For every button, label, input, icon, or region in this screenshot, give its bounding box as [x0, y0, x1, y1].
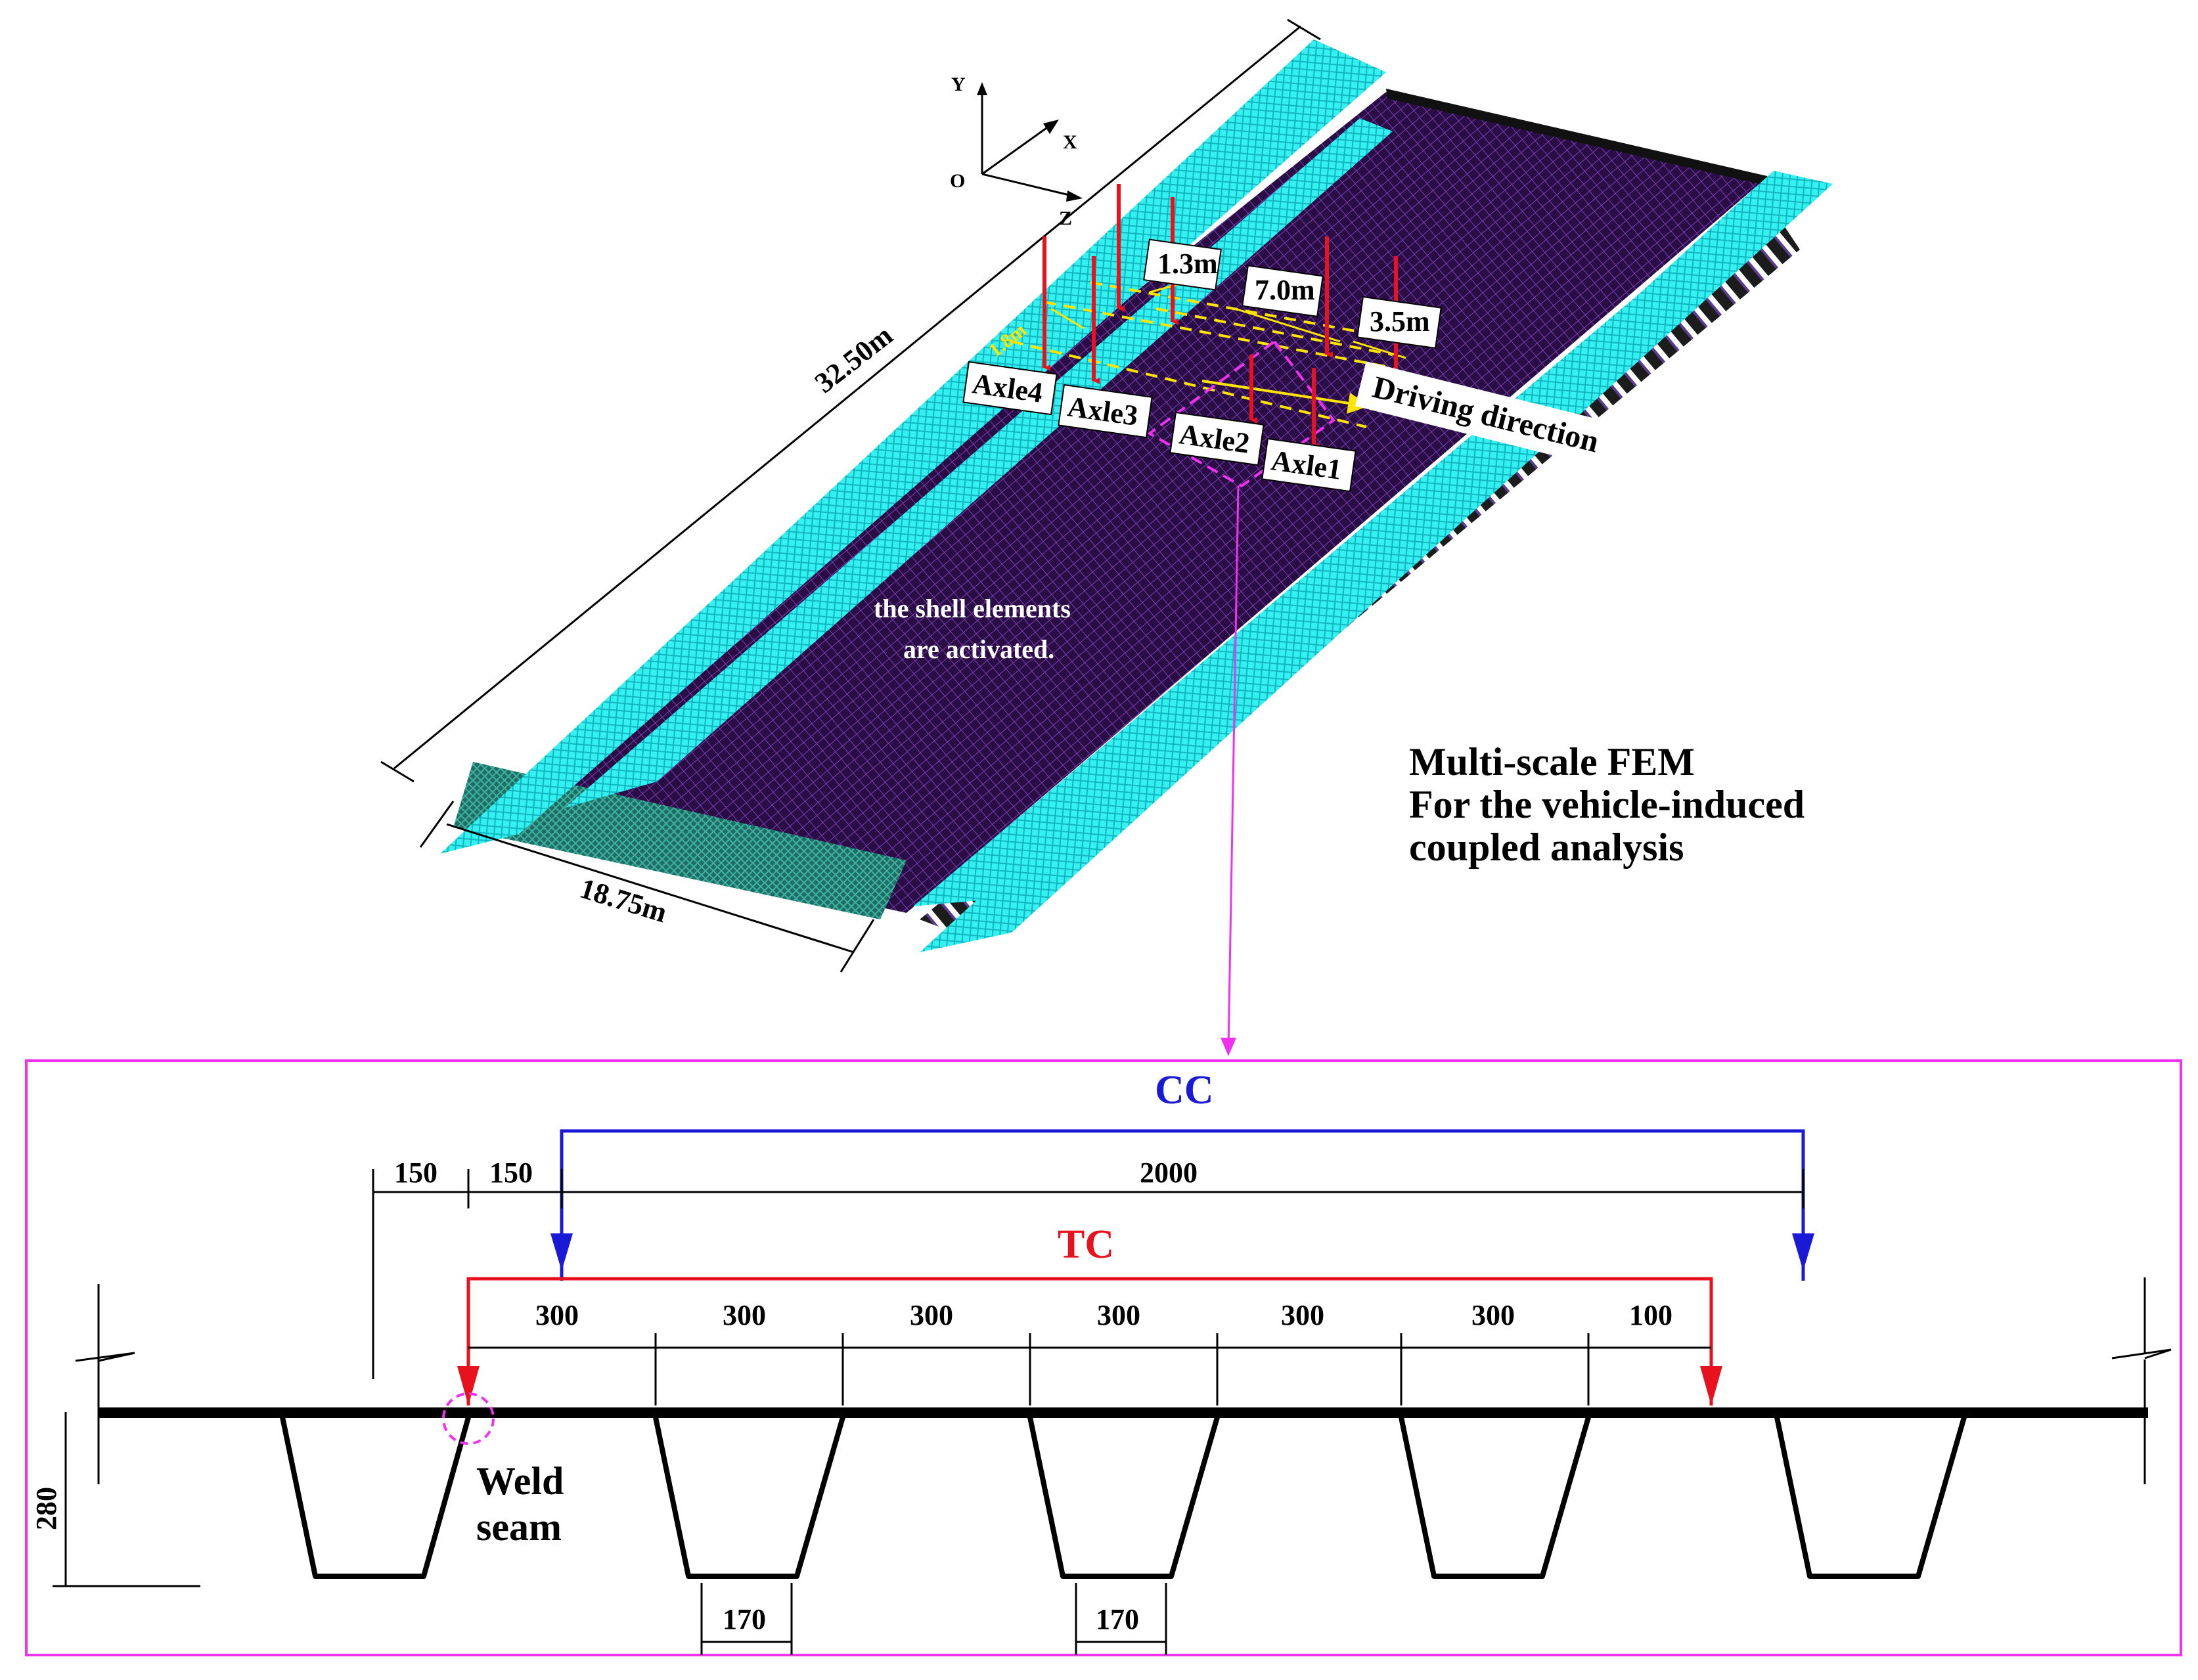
bridge-model: 32.50m 18.75m Y X Z O: [380, 18, 1833, 1056]
spacing-label-b: 7.0m: [1255, 274, 1315, 306]
axle-label-2: Axle2: [1169, 411, 1265, 466]
width-dim-tick-a: [419, 801, 455, 848]
length-dim-tick-a: [1287, 18, 1321, 41]
deck-plate-section: [99, 1407, 2148, 1418]
axis-x-label: X: [1063, 131, 1077, 153]
activated-note-line1: the shell elements: [874, 594, 1071, 623]
coord-axes: Y X Z O: [950, 74, 1083, 229]
dim-170-a: 170: [723, 1603, 766, 1635]
break-mark-right: [2111, 1277, 2172, 1484]
deck-edge-top: [1386, 89, 1774, 187]
axis-y-label: Y: [951, 74, 966, 95]
width-dim-tick-b: [840, 919, 875, 973]
axis-z-label: Z: [1059, 208, 1072, 229]
u-ribs: [280, 1416, 1967, 1579]
axle-label-1: Axle1: [1261, 437, 1357, 493]
length-dim-tick-b: [380, 761, 415, 783]
spacing-label-b-box: 7.0m: [1242, 265, 1324, 317]
weld-label-line2: seam: [476, 1505, 562, 1549]
u-rib-4: [1399, 1416, 1591, 1579]
spacing-dims: [468, 1333, 1711, 1405]
dim-2000: 2000: [1140, 1157, 1198, 1189]
break-mark-left: [75, 1284, 135, 1484]
weld-label-line1: Weld: [476, 1459, 564, 1503]
spacing-label-c-box: 3.5m: [1357, 296, 1442, 349]
deck-end-mesh: [453, 762, 907, 919]
zoom-leader-line: [1227, 485, 1240, 1048]
u-rib-1: [280, 1416, 471, 1579]
spacing-label-a-box: 1.3m: [1143, 238, 1222, 291]
dim-170-b: 170: [1096, 1603, 1139, 1635]
cross-section: CC TC 150 150 2000 300 300 300: [30, 1068, 2172, 1655]
driving-direction-arrow: [1201, 380, 1354, 405]
spacing-100: 100: [1629, 1299, 1672, 1331]
axle-lines: [1011, 281, 1413, 428]
tc-arrow-left: [457, 1366, 480, 1405]
inner-left-cyan-strip: [565, 118, 1393, 808]
cc-arrow-left: [550, 1233, 573, 1271]
caption: Multi-scale FEM For the vehicle-induced …: [1409, 740, 1805, 869]
tc-bracket: [466, 1277, 1713, 1405]
activated-note-line2: are activated.: [903, 634, 1054, 664]
dim-150-b: 150: [489, 1157, 533, 1189]
dim-150-a: 150: [394, 1157, 437, 1189]
axle-label-3: Axle3: [1058, 384, 1153, 439]
length-label: 32.50m: [809, 319, 899, 399]
cc-bracket: [560, 1129, 1805, 1281]
spacing-300-2: 300: [723, 1299, 766, 1331]
caption-line1: Multi-scale FEM: [1409, 740, 1695, 784]
spacing-label-c: 3.5m: [1370, 305, 1430, 338]
zoom-leader-arrowhead: [1221, 1038, 1236, 1056]
axis-origin-label: O: [950, 170, 965, 192]
spacing-300-6: 300: [1471, 1299, 1515, 1331]
section-frame: [25, 1059, 2182, 1656]
spacing-label-a: 1.3m: [1157, 248, 1218, 280]
cc-label: CC: [1155, 1068, 1214, 1113]
caption-line2: For the vehicle-induced: [1409, 783, 1805, 826]
caption-line3: coupled analysis: [1409, 826, 1684, 869]
right-cyan-strip: [920, 171, 1833, 952]
axle-label-4: Axle4: [962, 361, 1058, 416]
dim-280: 280: [30, 1487, 62, 1530]
top-dim: [372, 1169, 1805, 1379]
cc-arrow-right: [1792, 1233, 1814, 1271]
spacing-300-1: 300: [535, 1299, 579, 1331]
u-rib-2: [653, 1416, 845, 1579]
weld-seam-marker: [442, 1392, 495, 1445]
tc-label: TC: [1058, 1222, 1114, 1267]
spacing-300-5: 300: [1281, 1299, 1324, 1331]
bottom-dims: [700, 1583, 1167, 1655]
u-rib-3: [1027, 1416, 1220, 1579]
spacing-300-4: 300: [1097, 1299, 1140, 1331]
tc-arrow-right: [1700, 1366, 1722, 1405]
length-dim-line: [393, 25, 1301, 770]
height-dim: [53, 1412, 200, 1587]
u-rib-5: [1774, 1416, 1967, 1579]
spacing-300-3: 300: [910, 1299, 953, 1331]
deck-plate: [473, 92, 1767, 913]
width-dim-line: [446, 823, 855, 954]
